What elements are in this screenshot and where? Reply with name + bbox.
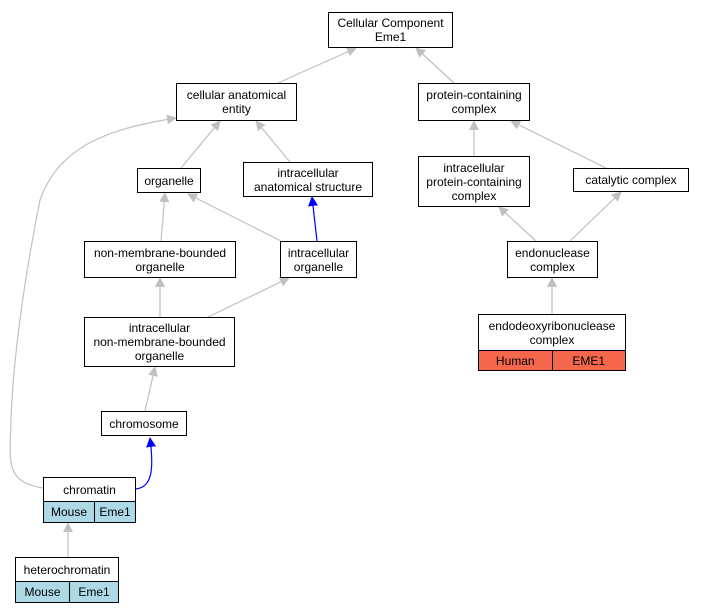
node-heterochromatin[interactable]: heterochromatin Mouse Eme1 — [15, 557, 119, 603]
node-label: intracellular anatomical structure — [253, 165, 363, 194]
edge-chromosome-to-inmbo — [144, 366, 158, 412]
species-cell: Human — [495, 353, 535, 368]
annotation-row: Mouse Eme1 — [16, 581, 118, 602]
gene-cell: Eme1 — [69, 582, 118, 602]
node-intracellular-anatomical-structure[interactable]: intracellular anatomical structure — [243, 162, 373, 197]
edge-inmbo-to-io — [207, 277, 290, 318]
node-intracellular-non-membrane-bounded-organelle[interactable]: intracellular non-membrane-bounded organ… — [84, 317, 235, 367]
node-label: non-membrane-bounded organelle — [93, 245, 227, 274]
edge-nmbo-to-organelle — [159, 192, 170, 242]
node-label: catalytic complex — [585, 173, 677, 187]
edge-ias-to-cae — [255, 120, 291, 163]
node-label: endodeoxyribonuclease complex — [488, 318, 616, 347]
node-intracellular-organelle[interactable]: intracellular organelle — [280, 241, 357, 278]
annotation-row: Mouse Eme1 — [44, 501, 135, 522]
edge-catalytic-to-pcc — [510, 120, 607, 169]
edge-io-to-organelle — [187, 193, 282, 242]
node-label: intracellular organelle — [287, 245, 350, 274]
node-catalytic-complex[interactable]: catalytic complex — [573, 168, 689, 192]
node-label: intracellular protein-containing complex — [426, 160, 522, 203]
node-label: organelle — [144, 173, 194, 188]
annotation-row: Human EME1 — [479, 350, 625, 370]
node-endonuclease-complex[interactable]: endonuclease complex — [507, 241, 598, 278]
gene-cell: Eme1 — [94, 502, 135, 522]
species-cell: Mouse — [50, 505, 88, 519]
node-chromatin[interactable]: chromatin Mouse Eme1 — [43, 477, 136, 523]
node-endodeoxyribonuclease-complex[interactable]: endodeoxyribonuclease complex Human EME1 — [478, 314, 626, 371]
edge-chromatin-to-chromosome — [135, 437, 157, 490]
edge-pcc-to-cc — [415, 47, 455, 84]
node-label: chromosome — [109, 416, 179, 431]
node-cellular-anatomical-entity[interactable]: cellular anatomical entity — [176, 83, 297, 121]
edge-chromatin-to-cae — [9, 114, 177, 489]
edge-io-to-ias — [308, 196, 318, 242]
node-label: heterochromatin — [23, 562, 111, 577]
node-label: endonuclease complex — [515, 245, 590, 274]
edge-endo-to-catalytic — [569, 191, 622, 242]
node-label: cellular anatomical entity — [186, 88, 287, 116]
node-organelle[interactable]: organelle — [137, 168, 201, 193]
edge-organelle-to-cae — [180, 120, 221, 169]
edge-endo-to-ipcc — [498, 206, 537, 242]
node-protein-containing-complex[interactable]: protein-containing complex — [418, 83, 530, 121]
node-non-membrane-bounded-organelle[interactable]: non-membrane-bounded organelle — [84, 241, 236, 278]
node-label: Cellular Component Eme1 — [337, 16, 444, 44]
gene-cell: EME1 — [551, 351, 626, 370]
edge-cae-to-cc — [277, 47, 357, 84]
node-label: chromatin — [63, 482, 116, 497]
species-cell: Mouse — [24, 585, 61, 599]
node-label: protein-containing complex — [426, 88, 522, 116]
node-cellular-component[interactable]: Cellular Component Eme1 — [328, 12, 453, 48]
node-label: intracellular non-membrane-bounded organ… — [93, 321, 226, 363]
node-chromosome[interactable]: chromosome — [101, 411, 187, 436]
node-intracellular-protein-containing-complex[interactable]: intracellular protein-containing complex — [418, 156, 530, 207]
